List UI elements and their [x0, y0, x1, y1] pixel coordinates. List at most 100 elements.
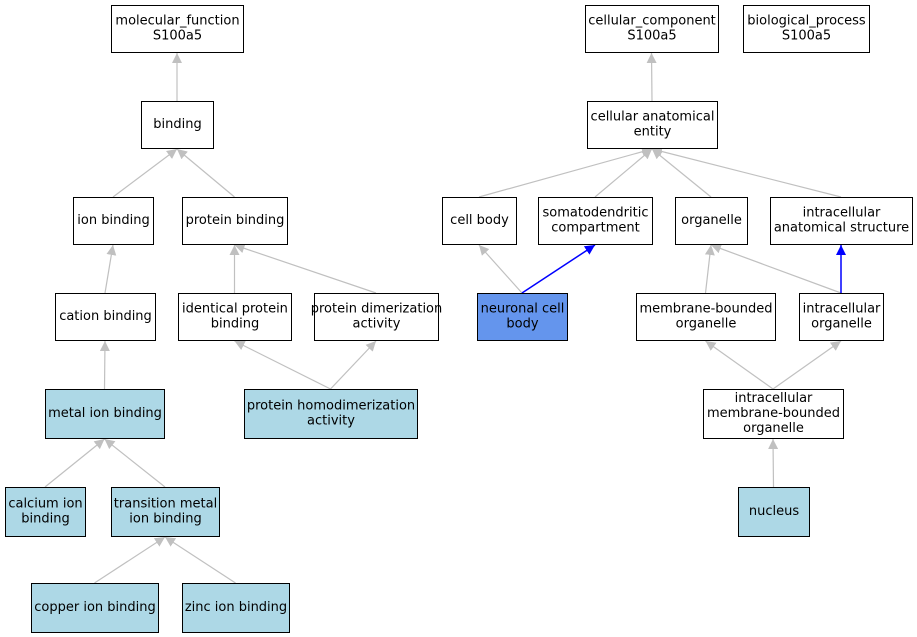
node-label: protein dimerization	[311, 302, 443, 317]
node-box	[703, 389, 844, 439]
node-label: organelle	[681, 213, 742, 228]
edge-somatodendritic-to-cell-anat-entity	[594, 148, 653, 198]
node-label: ion binding	[77, 213, 149, 228]
node-box	[178, 293, 292, 341]
node-label: copper ion binding	[34, 600, 155, 615]
node-label: calcium ion	[8, 497, 82, 512]
node-box	[314, 293, 439, 341]
node-label: intracellular	[735, 391, 813, 406]
node-box	[636, 293, 776, 341]
edge-intracellular-org-to-organelle	[710, 243, 842, 294]
node-label: somatodendritic	[543, 206, 649, 221]
node-label: organelle	[676, 317, 737, 332]
node-label: transition metal	[114, 497, 217, 512]
node-box	[31, 583, 159, 633]
node-label: binding	[211, 317, 259, 332]
node-label: cell body	[450, 213, 509, 228]
edge-protein-homodimerization-to-identical-protein-binding	[234, 340, 331, 390]
node-box	[587, 101, 718, 149]
node-zinc-ion-binding[interactable]: zinc ion binding	[182, 583, 290, 633]
edge-metal-ion-binding-to-cation-binding	[99, 340, 110, 390]
node-protein-binding[interactable]: protein binding	[182, 197, 288, 245]
edge-transition-metal-to-metal-ion-binding	[104, 438, 166, 488]
edge-membrane-bounded-to-organelle	[704, 244, 715, 294]
node-label: organelle	[743, 421, 804, 436]
node-box	[244, 389, 418, 439]
node-label: intracellular	[803, 302, 881, 317]
node-label: neuronal cell	[481, 302, 565, 317]
edge-cell-anat-entity-to-cc-root	[646, 52, 657, 102]
edge-neuronal-cell-body-to-somatodendritic	[521, 244, 596, 294]
edges-layer	[44, 52, 846, 584]
node-label: membrane-bounded	[707, 406, 840, 421]
node-label: zinc ion binding	[185, 600, 287, 615]
edge-nucleus-to-intra-mem-bounded	[768, 438, 779, 488]
node-label: molecular_function	[115, 14, 239, 29]
edge-intra-mem-bounded-to-intracellular-org	[772, 340, 842, 390]
node-label: activity	[307, 414, 355, 429]
edge-cell-body-to-cell-anat-entity	[478, 146, 653, 198]
node-box	[585, 5, 719, 53]
node-metal-ion-binding[interactable]: metal ion binding	[45, 389, 165, 439]
node-label: metal ion binding	[48, 406, 162, 421]
node-box	[799, 293, 884, 341]
node-label: S100a5	[153, 29, 202, 44]
node-box	[770, 197, 913, 245]
node-organelle[interactable]: organelle	[675, 197, 748, 245]
node-ion-binding[interactable]: ion binding	[73, 197, 154, 245]
node-label: S100a5	[627, 29, 676, 44]
node-box	[55, 293, 156, 341]
node-box	[477, 293, 568, 341]
node-binding[interactable]: binding	[141, 101, 214, 149]
edge-cation-binding-to-ion-binding	[104, 244, 117, 294]
node-box	[182, 583, 290, 633]
edge-ion-binding-to-binding	[112, 148, 178, 198]
node-label: intracellular	[803, 206, 881, 221]
edge-calcium-ion-binding-to-metal-ion-binding	[44, 438, 105, 488]
node-cell-body[interactable]: cell body	[442, 197, 517, 245]
node-nucleus[interactable]: nucleus	[738, 487, 810, 537]
edge-protein-binding-to-binding	[176, 148, 235, 198]
node-box	[111, 5, 244, 53]
edge-neuronal-cell-body-to-cell-body	[478, 244, 523, 294]
node-box	[141, 101, 214, 149]
node-box	[182, 197, 288, 245]
node-label: binding	[153, 117, 201, 132]
node-label: entity	[634, 125, 672, 140]
node-label: cellular_component	[588, 14, 716, 29]
node-box	[45, 389, 165, 439]
node-label: biological_process	[747, 14, 866, 29]
node-label: body	[506, 317, 538, 332]
node-label: protein binding	[186, 213, 285, 228]
edge-copper-ion-binding-to-transition-metal	[94, 536, 166, 584]
node-label: binding	[21, 512, 69, 527]
node-box	[538, 197, 653, 245]
node-box	[738, 487, 810, 537]
node-box	[675, 197, 748, 245]
node-copper-ion-binding[interactable]: copper ion binding	[31, 583, 159, 633]
edge-protein-dimerization-to-protein-binding	[234, 243, 377, 294]
edge-intracellular-anat-to-cell-anat-entity	[651, 146, 842, 198]
node-label: activity	[353, 317, 401, 332]
node-label: ion binding	[129, 512, 201, 527]
edge-zinc-ion-binding-to-transition-metal	[164, 536, 236, 584]
node-cation-binding[interactable]: cation binding	[55, 293, 156, 341]
